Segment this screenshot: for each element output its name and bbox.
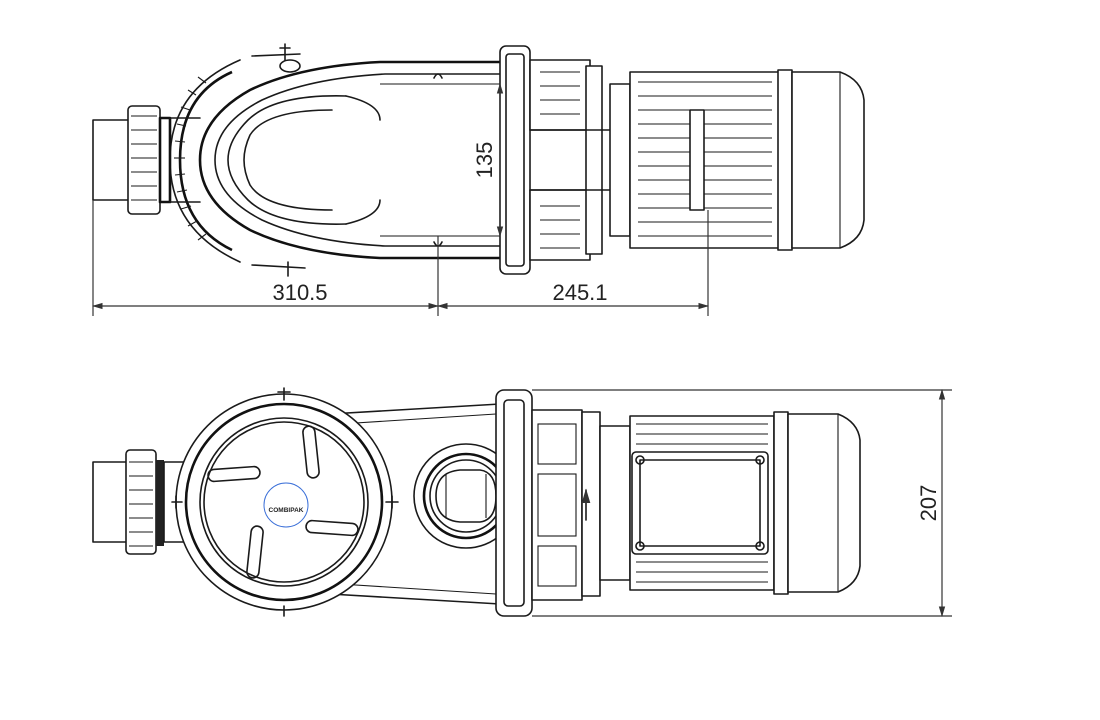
motor-side	[599, 411, 861, 595]
pump-top-view: 135 310.5 245.1	[91, 43, 865, 316]
dimension-label-207: 207	[916, 485, 941, 522]
dimension-label-135: 135	[472, 142, 497, 179]
pump-side-view: COMBIPAK	[92, 387, 952, 618]
brand-logo: COMBIPAK	[263, 482, 309, 528]
dimension-inlet-to-center: 310.5	[91, 280, 440, 310]
discharge-port	[413, 443, 519, 549]
strainer-lid: COMBIPAK	[171, 387, 399, 617]
brand-logo-text: COMBIPAK	[269, 507, 304, 514]
dimension-label-245-1: 245.1	[552, 280, 607, 305]
volute-housing-top	[198, 60, 501, 260]
terminal-box	[631, 451, 769, 555]
body-flange-top	[499, 45, 611, 275]
dimension-center-to-motor: 245.1	[436, 280, 710, 310]
inlet-union-top	[92, 105, 201, 215]
dimension-label-310-5: 310.5	[272, 280, 327, 305]
dimension-port-height: 135	[472, 82, 504, 238]
dimension-overall-height: 207	[532, 388, 952, 618]
strainer-flange-top	[169, 43, 306, 277]
body-flange-side	[495, 389, 601, 617]
motor-top	[609, 69, 865, 251]
